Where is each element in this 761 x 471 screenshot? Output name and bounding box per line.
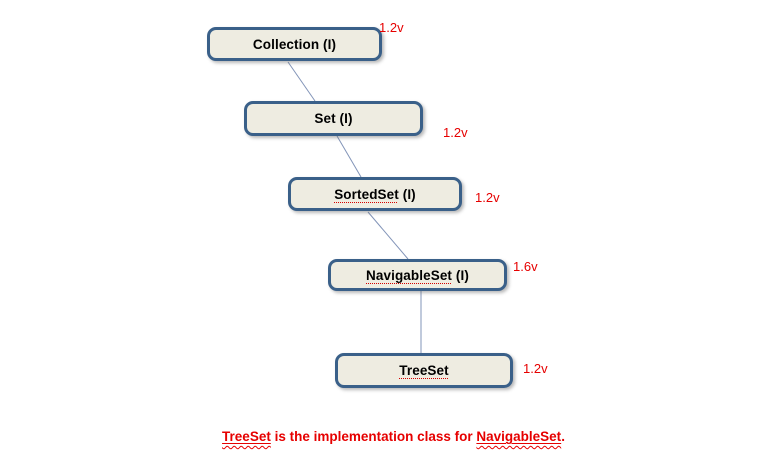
node-treeset: TreeSet bbox=[335, 353, 513, 388]
node-sortedset-label-suffix: (I) bbox=[398, 186, 416, 202]
node-collection: Collection (I) bbox=[207, 27, 382, 61]
caption-middle-text: is the implementation class for bbox=[270, 429, 477, 444]
version-label-collection: 1.2v bbox=[379, 20, 404, 35]
caption-period: . bbox=[561, 429, 565, 444]
version-label-sortedset: 1.2v bbox=[475, 190, 500, 205]
caption-navigableset-underlined: NavigableSet bbox=[476, 429, 561, 444]
spellcheck-flagged-word: SortedSet bbox=[334, 186, 399, 202]
connector-collection-set bbox=[287, 61, 316, 102]
spellcheck-flagged-word: NavigableSet bbox=[366, 267, 453, 283]
node-sortedset: SortedSet (I) bbox=[288, 177, 462, 211]
connector-sortedset-navigableset bbox=[367, 211, 409, 260]
node-collection-label: Collection (I) bbox=[252, 36, 337, 52]
version-label-navigableset: 1.6v bbox=[513, 259, 538, 274]
node-set: Set (I) bbox=[244, 101, 423, 136]
caption-treeset-underlined: TreeSet bbox=[222, 429, 271, 444]
version-label-treeset: 1.2v bbox=[523, 361, 548, 376]
caption-navigableset-text: NavigableSet bbox=[476, 429, 562, 444]
spellcheck-flagged-word: TreeSet bbox=[399, 363, 449, 378]
node-sortedset-label: SortedSet (I) bbox=[334, 187, 416, 202]
version-label-set: 1.2v bbox=[443, 125, 468, 140]
node-navigableset-label-suffix: (I) bbox=[452, 267, 469, 283]
node-treeset-label: TreeSet bbox=[399, 363, 448, 378]
node-set-label: Set (I) bbox=[314, 111, 353, 126]
connector-set-sortedset bbox=[336, 135, 362, 178]
caption: TreeSet is the implementation class for … bbox=[13, 429, 761, 444]
caption-treeset-text: TreeSet bbox=[222, 429, 271, 444]
node-navigableset: NavigableSet (I) bbox=[328, 259, 507, 291]
node-navigableset-label: NavigableSet (I) bbox=[366, 268, 469, 283]
